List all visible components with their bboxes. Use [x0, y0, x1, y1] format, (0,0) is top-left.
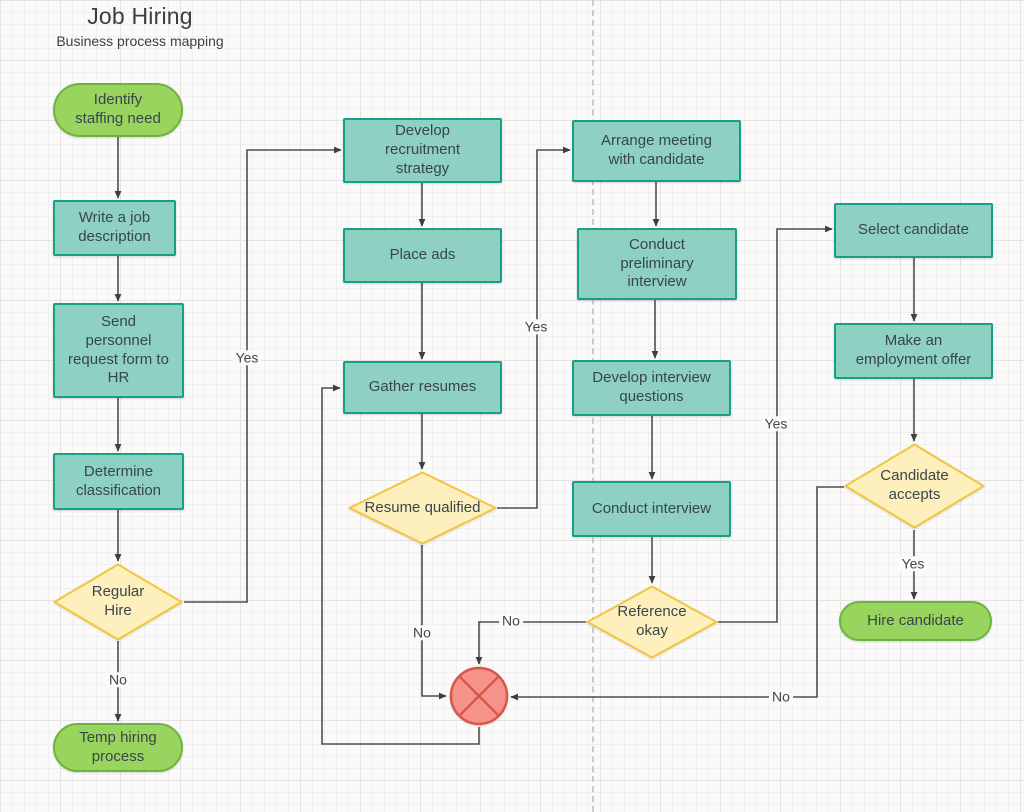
make-an-employment-offer-label: Make an employment offer — [855, 332, 972, 368]
accepts-yes-hire-edge-label: Yes — [898, 555, 928, 572]
send-personnel-request-form-shape[interactable]: Send personnel request form to HR — [53, 303, 184, 398]
conduct-preliminary-interview-shape[interactable]: Conduct preliminary interview — [577, 228, 737, 300]
develop-recruitment-strategy-shape[interactable]: Develop recruitment strategy — [343, 118, 502, 183]
temp-hiring-process-shape[interactable]: Temp hiring process — [53, 723, 183, 772]
decision-diamond-icon — [348, 471, 497, 545]
regular-hire-yes-develop-edge-label: Yes — [232, 349, 262, 366]
develop-recruitment-strategy-label: Develop recruitment strategy — [384, 122, 461, 177]
place-ads-shape[interactable]: Place ads — [343, 228, 502, 283]
resume-qualified-yes-arrange-edge-label: Yes — [521, 318, 551, 335]
conduct-preliminary-interview-label: Conduct preliminary interview — [620, 235, 694, 291]
select-candidate-label: Select candidate — [858, 221, 969, 239]
reference-okay-shape[interactable]: Reference okay — [586, 585, 718, 659]
resume-qualified-no-cancel-edge-label: No — [410, 624, 434, 641]
diagram-title: Job Hiring — [87, 3, 193, 29]
select-candidate-shape[interactable]: Select candidate — [834, 203, 993, 258]
diagram-title-block: Job Hiring Business process mapping — [50, 3, 230, 49]
gather-resumes-shape[interactable]: Gather resumes — [343, 361, 502, 414]
make-an-employment-offer-shape[interactable]: Make an employment offer — [834, 323, 993, 379]
decision-diamond-icon — [844, 443, 985, 529]
write-job-description-shape[interactable]: Write a job description — [53, 200, 176, 256]
determine-classification-shape[interactable]: Determine classification — [53, 453, 184, 510]
conduct-interview-label: Conduct interview — [591, 499, 712, 517]
develop-interview-questions-label: Develop interview questions — [592, 369, 711, 405]
arrange-meeting-with-candidate-shape[interactable]: Arrange meeting with candidate — [572, 120, 741, 182]
reference-no-cancel-edge-label: No — [499, 612, 523, 629]
identify-staffing-need-label: Identify staffing need — [75, 91, 161, 127]
develop-interview-questions-shape[interactable]: Develop interview questions — [572, 360, 731, 416]
decision-diamond-icon — [586, 585, 718, 659]
hire-candidate-label: Hire candidate — [867, 611, 964, 629]
gather-resumes-label: Gather resumes — [368, 378, 477, 396]
temp-hiring-process-label: Temp hiring process — [79, 728, 157, 765]
diagram-subtitle: Business process mapping — [56, 33, 224, 49]
reference-yes-select-edge-label: Yes — [761, 415, 791, 432]
regular-hire-shape[interactable]: Regular Hire — [53, 563, 183, 641]
identify-staffing-need-shape[interactable]: Identify staffing need — [53, 83, 183, 137]
conduct-interview-shape[interactable]: Conduct interview — [572, 481, 731, 537]
place-ads-label: Place ads — [389, 246, 456, 264]
cancel-x-icon — [449, 666, 509, 726]
accepts-no-cancel-edge-label: No — [769, 688, 793, 705]
send-personnel-request-form-label: Send personnel request form to HR — [68, 313, 169, 387]
resume-qualified-no-cancel-connector — [421, 545, 447, 700]
determine-classification-label: Determine classification — [75, 462, 162, 499]
decision-diamond-icon — [53, 563, 183, 641]
write-job-description-label: Write a job description — [78, 209, 151, 245]
regular-hire-no-temp-edge-label: No — [106, 671, 130, 688]
reference-no-cancel-connector — [475, 621, 586, 665]
candidate-accepts-shape[interactable]: Candidate accepts — [844, 443, 985, 529]
resume-qualified-shape[interactable]: Resume qualified — [348, 471, 497, 545]
regular-hire-yes-develop-connector — [184, 146, 342, 603]
cancel-terminator-shape[interactable] — [449, 666, 509, 726]
hire-candidate-shape[interactable]: Hire candidate — [839, 601, 992, 641]
arrange-meeting-with-candidate-label: Arrange meeting with candidate — [601, 132, 712, 168]
